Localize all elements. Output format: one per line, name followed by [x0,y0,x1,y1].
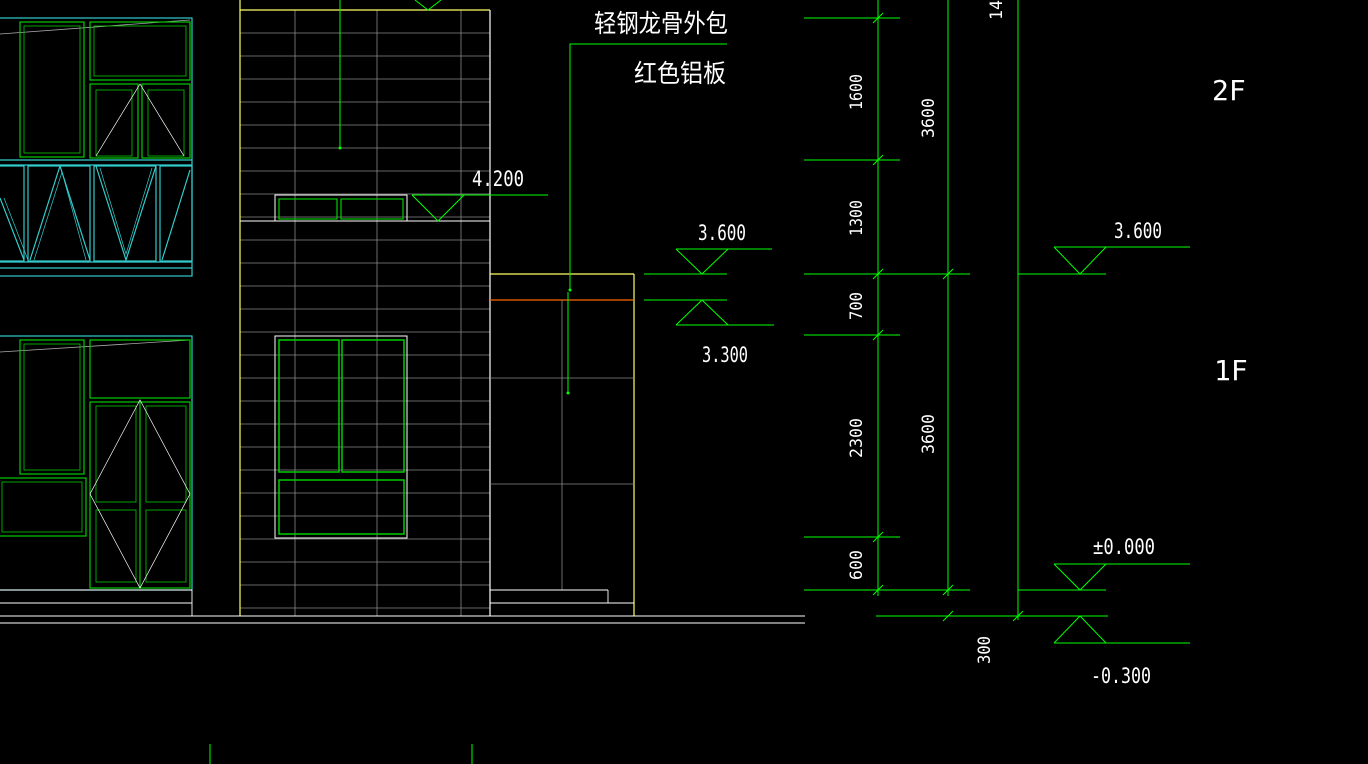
level-label-3300: 3.300 [702,343,748,367]
level-mark-3600-left [644,248,772,275]
dim-label-1300: 1300 [847,200,867,236]
dimension-chain [804,0,1108,622]
tiled-tower-facade [239,0,491,616]
floor-label-1f: 1F [1214,354,1248,387]
floor-label-2f: 2F [1212,74,1246,107]
level-label-3600-left: 3.600 [698,221,746,245]
dim-label-3600-lower: 3600 [919,414,939,454]
dim-label-14: 14 [987,0,1007,20]
bottom-grid-lines [209,744,473,764]
level-label-0000: ±0.000 [1093,535,1155,559]
material-note-line1: 轻钢龙骨外包 [594,9,728,38]
level-mark-4200 [411,194,548,222]
level-mark-minus-0300 [1053,615,1190,644]
dim-label-700: 700 [847,292,867,320]
dim-label-2300: 2300 [847,418,867,458]
curtain-wall-left [0,17,193,616]
level-label-3600-right: 3.600 [1114,219,1162,243]
level-mark-3600-right [1053,246,1190,275]
level-label-4200: 4.200 [472,167,524,191]
dim-label-300: 300 [975,636,995,664]
level-mark-3300 [644,299,774,326]
level-label-minus-0300: -0.300 [1091,664,1151,688]
level-mark-0000 [1053,563,1190,591]
material-note-line2: 红色铝板 [634,59,726,88]
ground-line [0,615,805,624]
dim-label-1600: 1600 [847,74,867,110]
dim-label-3600-upper: 3600 [919,98,939,138]
aluminium-clad-annex [490,43,727,616]
dim-label-600: 600 [847,550,867,580]
